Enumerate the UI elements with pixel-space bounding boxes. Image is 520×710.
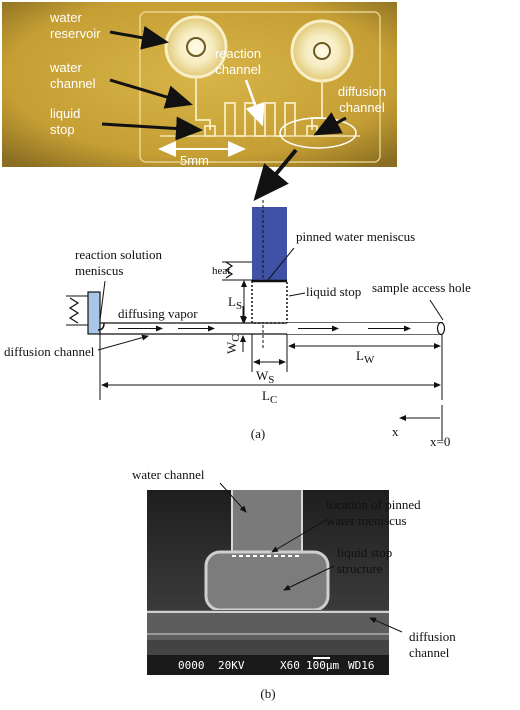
sem-databar-scale: 100μm xyxy=(306,659,339,672)
callout-arrow xyxy=(253,148,298,202)
caption-a: (a) xyxy=(251,426,265,441)
water-reservoir-right xyxy=(290,19,354,83)
label-reaction-solution-2: meniscus xyxy=(75,263,123,278)
sem-databar xyxy=(147,655,389,675)
label-diffusion-channel: diffusion channel xyxy=(4,344,95,359)
label-sem-liquid-stop-2: structure xyxy=(337,561,383,576)
label-diffusion-channel-2: channel xyxy=(339,100,385,115)
label-water-channel-2: channel xyxy=(50,76,96,91)
label-diffusion-channel-1: diffusion xyxy=(338,84,386,99)
label-scale-5mm: 5mm xyxy=(180,153,209,168)
leader-sem-pinned xyxy=(271,519,327,553)
sem-databar-id: 0000 xyxy=(178,659,205,672)
leader-liquid-stop xyxy=(288,292,306,297)
reservoir-port-left xyxy=(186,37,206,57)
label-reaction-channel-2: channel xyxy=(215,62,261,77)
heat-zigzag xyxy=(224,261,234,279)
sem-liquid-stop xyxy=(204,550,330,612)
label-sem-diffusion-1: diffusion xyxy=(409,629,456,644)
label-water-reservoir-2: reservoir xyxy=(50,26,101,41)
leader-sem-liquid-stop xyxy=(283,565,335,591)
label-liquid-stop-1: liquid xyxy=(50,106,80,121)
chip-outline xyxy=(139,11,381,163)
label-x0: x=0 xyxy=(430,434,450,449)
label-Ws: WS xyxy=(256,368,274,386)
leader-sem-water-channel xyxy=(219,482,247,513)
sem-databar-wd: WD16 xyxy=(348,659,375,672)
channel-interior xyxy=(287,323,442,334)
sem-image: 0000 20KV X60 100μm WD16 water channel l… xyxy=(132,467,456,701)
sample-access-hole xyxy=(436,321,446,336)
label-diffusing-vapor: diffusing vapor xyxy=(118,306,198,321)
water-column xyxy=(252,207,287,281)
caption-b: (b) xyxy=(260,686,275,701)
reaction-solution-column xyxy=(87,291,101,335)
leader-sample-hole xyxy=(429,299,444,321)
label-heat: heat xyxy=(212,265,230,277)
sem-databar-magnification: X60 xyxy=(280,659,300,672)
arrow-liquid-stop xyxy=(101,116,203,141)
leader-sem-diffusion xyxy=(369,617,403,633)
arrow-reaction-channel xyxy=(244,79,265,127)
label-liquid-stop-2: stop xyxy=(50,122,75,137)
heater-zigzag-left xyxy=(68,297,80,324)
label-pinned-water-meniscus: pinned water meniscus xyxy=(296,229,415,244)
label-Ls: LS xyxy=(228,294,242,312)
sem-databar-voltage: 20KV xyxy=(218,659,245,672)
label-Wc: WC xyxy=(224,334,242,354)
leader-pinned-meniscus xyxy=(267,247,295,281)
label-x: x xyxy=(392,424,399,439)
schematic-a: LS WC WS LW LC pinned water meniscus hea… xyxy=(4,200,471,449)
label-Lc: LC xyxy=(262,388,277,406)
label-reaction-channel-1: reaction xyxy=(215,46,261,61)
label-water-channel-1: water xyxy=(49,60,82,75)
reservoir-port-right xyxy=(313,42,331,60)
label-sem-pinned-2: water meniscus xyxy=(326,513,407,528)
arrow-water-channel xyxy=(109,78,193,109)
label-sem-diffusion-2: channel xyxy=(409,645,450,660)
label-sem-liquid-stop-1: liquid stop xyxy=(337,545,392,560)
label-Lw: LW xyxy=(356,348,375,366)
device-photo: water reservoir water channel liquid sto… xyxy=(2,2,397,168)
liquid-stop-structure xyxy=(251,280,288,324)
label-liquid-stop: liquid stop xyxy=(306,284,361,299)
arrow-diffusion-channel xyxy=(313,112,347,136)
label-sem-pinned-1: location of pinned xyxy=(326,497,421,512)
sem-diffusion-channel xyxy=(147,610,389,640)
label-sem-water-channel: water channel xyxy=(132,467,205,482)
label-water-reservoir-1: water xyxy=(49,10,82,25)
label-reaction-solution-1: reaction solution xyxy=(75,247,163,262)
label-sample-access-hole: sample access hole xyxy=(372,280,471,295)
sem-water-channel xyxy=(232,490,302,560)
reaction-meniscus-curve xyxy=(97,322,105,331)
arrow-water-reservoir xyxy=(109,25,169,50)
leader-reaction-meniscus xyxy=(99,280,106,321)
leader-diffusion-channel xyxy=(97,334,149,351)
water-channel-left xyxy=(195,77,211,130)
